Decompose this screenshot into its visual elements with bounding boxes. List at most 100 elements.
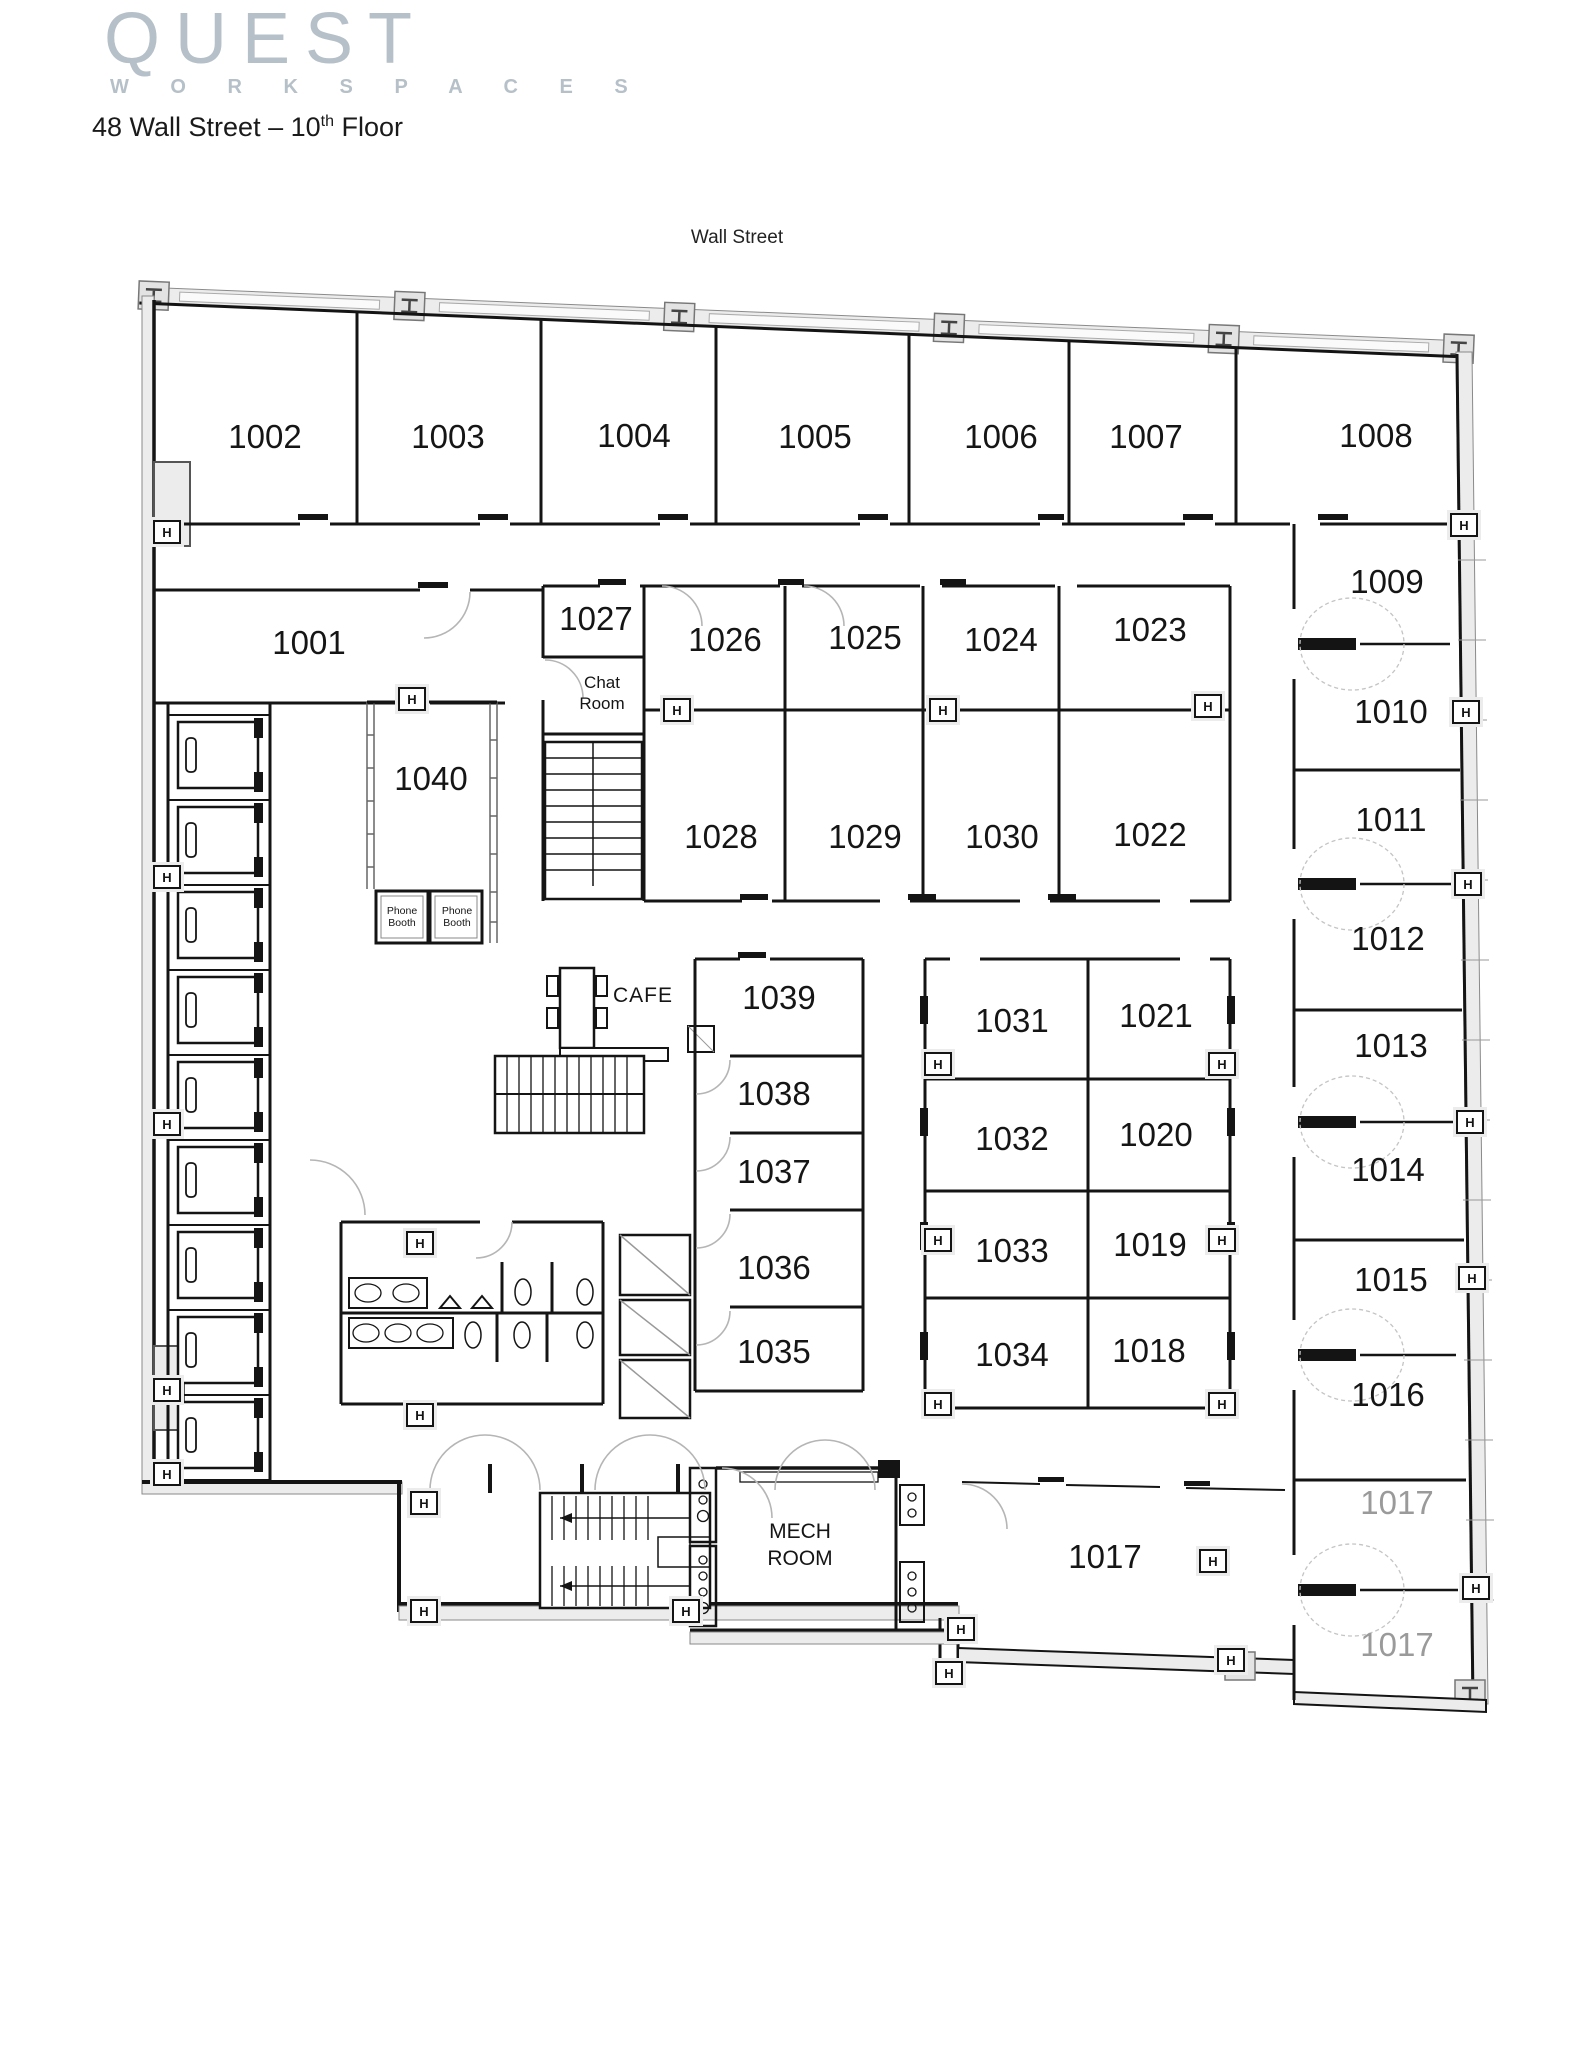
h-marker: H: [672, 1599, 700, 1623]
room-label-1039: 1039: [742, 979, 816, 1016]
h-marker: H: [1208, 1392, 1236, 1416]
h-marker: H: [153, 1112, 181, 1136]
room-label-1023: 1023: [1113, 611, 1187, 648]
right-column-walls: [1292, 524, 1466, 1700]
room-label-1006: 1006: [964, 418, 1038, 455]
phone-booths: [374, 889, 484, 945]
room-label-1013: 1013: [1354, 1027, 1428, 1064]
title-suffix: Floor: [333, 112, 403, 142]
room-label-1028: 1028: [684, 818, 758, 855]
top-wall: [136, 279, 1476, 365]
h-marker: H: [1208, 1052, 1236, 1076]
center-block-walls: [920, 957, 1235, 1410]
room-label-1032: 1032: [975, 1120, 1049, 1157]
suite-1017-partitions: [961, 1477, 1286, 1491]
room-label-1029: 1029: [828, 818, 902, 855]
h-marker: H: [406, 1231, 434, 1255]
h-marker: H: [153, 1462, 181, 1486]
room-label-1025: 1025: [828, 619, 902, 656]
cafe-label: CAFE: [612, 984, 674, 1007]
rooms-1035-1039-walls: [693, 952, 865, 1393]
h-marker: H: [1456, 1110, 1484, 1134]
chat-room-label: Chat Room: [579, 673, 625, 713]
cafe-area: [546, 966, 715, 1062]
room-label-1017-upper: 1017: [1360, 1484, 1434, 1521]
h-marker: H: [663, 698, 691, 722]
room-label-1033: 1033: [975, 1232, 1049, 1269]
stairs-middle: [493, 1054, 646, 1135]
room-label-1010: 1010: [1354, 693, 1428, 730]
room-label-1002: 1002: [228, 418, 302, 455]
h-marker: H: [153, 520, 181, 544]
h-marker: H: [406, 1403, 434, 1427]
right-wall: [1453, 351, 1494, 1710]
left-wall: [141, 295, 191, 1487]
room-label-1015: 1015: [1354, 1261, 1428, 1298]
room-label-1022: 1022: [1113, 816, 1187, 853]
room-label-1011: 1011: [1355, 801, 1427, 838]
room-label-1030: 1030: [965, 818, 1039, 855]
quest-logo-subtitle: W O R K S P A C E S: [110, 76, 646, 98]
room-label-1026: 1026: [688, 621, 762, 658]
room-label-1009: 1009: [1350, 563, 1424, 600]
shafts: [618, 1233, 692, 1420]
room-label-1024: 1024: [964, 621, 1038, 658]
room-label-1036: 1036: [737, 1249, 811, 1286]
stairs-bottom: [488, 1464, 712, 1610]
title-ordinal: th: [320, 113, 334, 130]
h-marker: H: [153, 1378, 181, 1402]
room-label-1005: 1005: [778, 418, 852, 455]
h-marker: H: [1458, 1266, 1486, 1290]
h-marker: H: [1208, 1228, 1236, 1252]
phone-booth-1-label: Phone Booth: [386, 905, 418, 929]
room-label-1020: 1020: [1119, 1116, 1193, 1153]
h-marker: H: [924, 1052, 952, 1076]
room-1040-walls: [366, 700, 498, 945]
room-label-1034: 1034: [975, 1336, 1049, 1373]
h-marker: H: [924, 1392, 952, 1416]
h-marker: H: [929, 698, 957, 722]
room-label-1035: 1035: [737, 1333, 811, 1370]
h-marker: H: [935, 1661, 963, 1685]
room-label-1004: 1004: [597, 417, 671, 454]
elevator-car: [176, 720, 260, 1470]
room-label-1019: 1019: [1113, 1226, 1187, 1263]
h-marker: H: [153, 865, 181, 889]
elevator-bank: [166, 703, 272, 1481]
h-marker: H: [410, 1491, 438, 1515]
title-prefix: 48 Wall Street – 10: [92, 112, 321, 142]
quest-logo: QUEST: [104, 0, 428, 79]
room-label-1003: 1003: [411, 418, 485, 455]
room-label-1008: 1008: [1339, 417, 1413, 454]
h-marker: H: [1194, 694, 1222, 718]
h-marker: H: [398, 687, 426, 711]
mech-room: [688, 1460, 959, 1645]
bottom-walls: [141, 1480, 1487, 1714]
room-label-1040: 1040: [394, 760, 468, 797]
h-marker: H: [1199, 1549, 1227, 1573]
room-1001-walls: [154, 582, 543, 705]
room-label-1031: 1031: [975, 1002, 1049, 1039]
room-label-1018: 1018: [1112, 1332, 1186, 1369]
room-label-1007: 1007: [1109, 418, 1183, 455]
h-marker: H: [1450, 513, 1478, 537]
h-marker: H: [410, 1599, 438, 1623]
room-label-1017-lower: 1017: [1360, 1626, 1434, 1663]
h-marker: H: [1462, 1576, 1490, 1600]
center-top-block-walls: [541, 579, 1232, 903]
page-title: 48 Wall Street – 10th Floor: [92, 112, 403, 143]
room-label-1012: 1012: [1351, 920, 1425, 957]
mech-room-label: MECH ROOM: [767, 1520, 833, 1570]
pair-door: [1298, 597, 1458, 1637]
h-marker: H: [1452, 700, 1480, 724]
h-marker: H: [1217, 1648, 1245, 1672]
room-label-1038: 1038: [737, 1075, 811, 1112]
street-label: Wall Street: [690, 227, 784, 248]
door-arcs: [309, 585, 1008, 1530]
room-label-1021: 1021: [1119, 997, 1193, 1034]
h-marker: H: [1454, 872, 1482, 896]
room-label-1027: 1027: [559, 600, 633, 637]
room-label-1014: 1014: [1351, 1151, 1425, 1188]
